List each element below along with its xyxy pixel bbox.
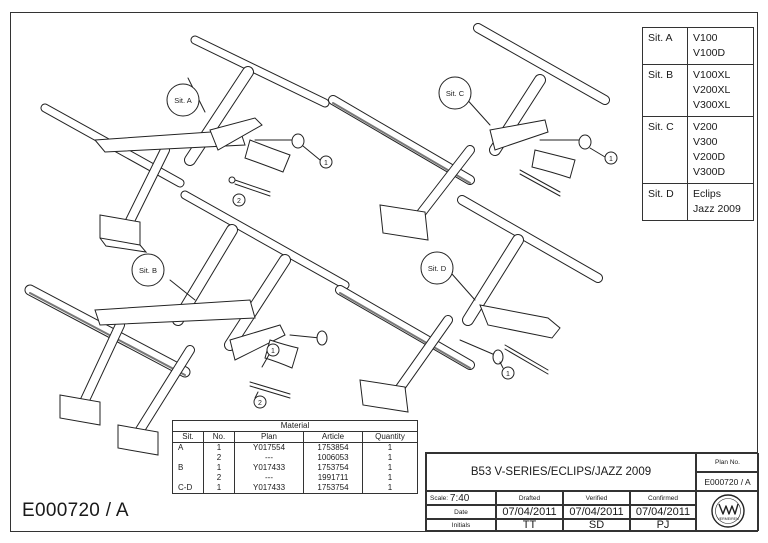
- material-cell-sit: [172, 453, 204, 463]
- callout-sit-a: Sit. A: [174, 96, 192, 105]
- situation-key: Sit. C: [642, 116, 688, 184]
- plan-no-value: E000720 / A: [696, 472, 759, 491]
- confirmed-date: 07/04/2011: [630, 505, 696, 519]
- assembly-sit-a: [40, 35, 330, 253]
- material-cell-article: 1753854: [303, 442, 363, 453]
- callout-part-1-b: 1: [271, 348, 275, 355]
- plan-no-label: Plan No.: [696, 453, 759, 472]
- material-cell-quantity: 1: [362, 442, 418, 453]
- situation-key: Sit. A: [642, 27, 688, 65]
- verified-date: 07/04/2011: [563, 505, 630, 519]
- material-cell-no: 2: [203, 473, 235, 483]
- material-cell-article: 1753754: [303, 463, 363, 473]
- confirmed-label: Confirmed: [630, 491, 696, 505]
- material-cell-article: 1006053: [303, 453, 363, 463]
- material-cell-quantity: 1: [362, 483, 418, 494]
- drafted-label: Drafted: [496, 491, 563, 505]
- material-cell-plan: Y017433: [234, 483, 304, 494]
- document-id: E000720 / A: [22, 500, 129, 521]
- material-cell-sit: [172, 473, 204, 483]
- material-cell-plan: Y017554: [234, 442, 304, 453]
- situation-key: Sit. D: [642, 183, 688, 221]
- drafted-initials: TT: [496, 519, 563, 531]
- material-header-article: Article: [303, 431, 363, 443]
- material-cell-quantity: 1: [362, 453, 418, 463]
- title-block: B53 V-SERIES/ECLIPS/JAZZ 2009 Plan No. E…: [425, 452, 759, 532]
- material-cell-quantity: 1: [362, 463, 418, 473]
- company-logo: VERMEIREN: [710, 494, 745, 528]
- material-cell-no: 1: [203, 442, 235, 453]
- situation-models: V200 V300 V200D V300D: [687, 116, 754, 184]
- initials-label: Initials: [426, 519, 496, 531]
- callout-sit-b: Sit. B: [139, 266, 157, 275]
- material-cell-plan: Y017433: [234, 463, 304, 473]
- callout-circles: [131, 76, 618, 409]
- date-label: Date: [426, 505, 496, 519]
- material-table: Material Sit. No. Plan Article Quantity …: [172, 420, 418, 494]
- material-cell-plan: ---: [234, 473, 304, 483]
- drawing-title: B53 V-SERIES/ECLIPS/JAZZ 2009: [426, 453, 696, 491]
- material-cell-no: 2: [203, 453, 235, 463]
- situation-models: Eclips Jazz 2009: [687, 183, 754, 221]
- material-cell-article: 1753754: [303, 483, 363, 494]
- callout-sit-c: Sit. C: [446, 89, 465, 98]
- callout-part-1-d: 1: [506, 371, 510, 378]
- assembly-sit-b: [24, 190, 350, 456]
- situation-models: V100 V100D: [687, 27, 754, 65]
- situation-models: V100XL V200XL V300XL: [687, 64, 754, 117]
- callout-part-2-a: 2: [237, 198, 241, 205]
- drafted-date: 07/04/2011: [496, 505, 563, 519]
- drawing-frame: [10, 12, 758, 532]
- verified-initials: SD: [563, 519, 630, 531]
- material-cell-article: 1991711: [303, 473, 363, 483]
- assembly-sit-c: [328, 23, 610, 241]
- logo-text: VERMEIREN: [717, 517, 739, 521]
- assembly-sit-d: [335, 195, 603, 413]
- material-cell-sit: A: [172, 442, 204, 453]
- material-cell-no: 1: [203, 463, 235, 473]
- confirmed-initials: PJ: [630, 519, 696, 531]
- material-table-title: Material: [172, 420, 418, 432]
- material-cell-no: 1: [203, 483, 235, 494]
- material-header-quantity: Quantity: [362, 431, 418, 443]
- situation-key: Sit. B: [642, 64, 688, 117]
- material-header-sit: Sit.: [172, 431, 204, 443]
- company-logo-cell: VERMEIREN: [696, 491, 759, 531]
- material-cell-plan: ---: [234, 453, 304, 463]
- material-header-no: No.: [203, 431, 235, 443]
- callout-part-1-a: 1: [324, 160, 328, 167]
- scale-cell: Scale: 7:40: [426, 491, 496, 505]
- material-cell-sit: B: [172, 463, 204, 473]
- material-cell-quantity: 1: [362, 473, 418, 483]
- callout-sit-d: Sit. D: [428, 264, 447, 273]
- scale-value: 7:40: [449, 492, 470, 504]
- material-cell-sit: C-D: [172, 483, 204, 494]
- callout-part-1-c: 1: [609, 156, 613, 163]
- material-header-plan: Plan: [234, 431, 304, 443]
- scale-label: Scale:: [430, 494, 449, 502]
- verified-label: Verified: [563, 491, 630, 505]
- callout-part-2-b: 2: [258, 400, 262, 407]
